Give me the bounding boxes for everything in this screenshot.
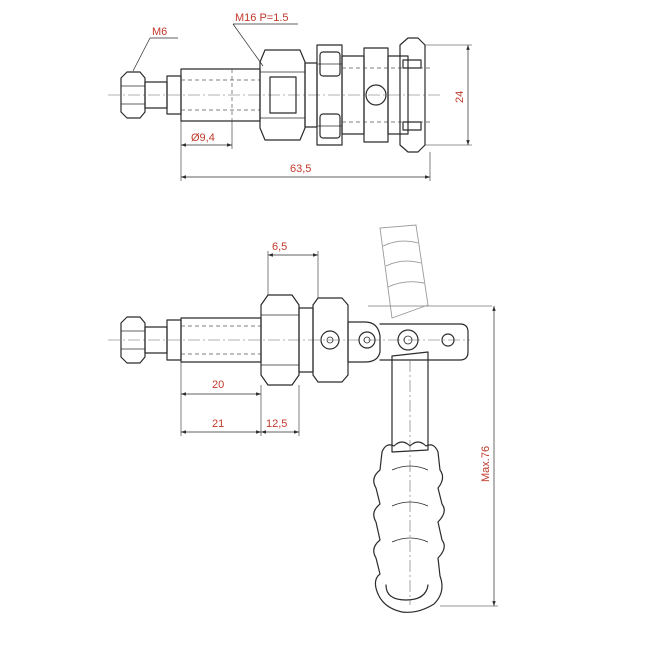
dim-total-length: 63,5: [180, 149, 431, 181]
dim-stroke-20: 20: [180, 362, 262, 398]
side-clamp-body: [312, 297, 469, 383]
dim-offset-label: 12,5: [266, 418, 287, 430]
dim-m6: M6: [132, 26, 178, 72]
dim-stroke-21-label: 21: [212, 418, 224, 430]
dim-height: 24: [425, 44, 472, 146]
dim-nut-thickness: 6,5: [267, 241, 319, 298]
clamp-body: [316, 37, 430, 153]
dim-diameter-label: Ø9,4: [191, 132, 215, 144]
side-view: 6,5 20 21 12,5 Max.76: [108, 224, 498, 613]
handle-open-position: [368, 224, 492, 319]
dim-height-label: 24: [454, 91, 466, 103]
dim-total-length-label: 63,5: [290, 163, 311, 175]
dim-handle-max-label: Max.76: [480, 446, 492, 482]
dim-nut-thickness-label: 6,5: [272, 241, 287, 253]
dim-stroke-20-label: 20: [212, 379, 224, 391]
top-view: M6 M16 P=1.5 Ø9,4 63,5 24: [108, 12, 472, 181]
dim-diameter: Ø9,4: [180, 121, 233, 149]
side-m6-hex-nut: [120, 316, 146, 364]
dim-stroke-21: 21: [180, 398, 262, 436]
side-m16-nut: [260, 294, 300, 386]
m16-hex-nut: [259, 49, 306, 141]
dim-m16: M16 P=1.5: [232, 12, 298, 67]
m6-hex-nut: [120, 71, 146, 119]
dim-m16-label: M16 P=1.5: [235, 12, 289, 24]
dim-m6-label: M6: [152, 26, 167, 38]
dim-handle-max: Max.76: [440, 306, 498, 607]
handle-closed-position: [373, 351, 445, 613]
dim-offset: 12,5: [261, 385, 300, 436]
